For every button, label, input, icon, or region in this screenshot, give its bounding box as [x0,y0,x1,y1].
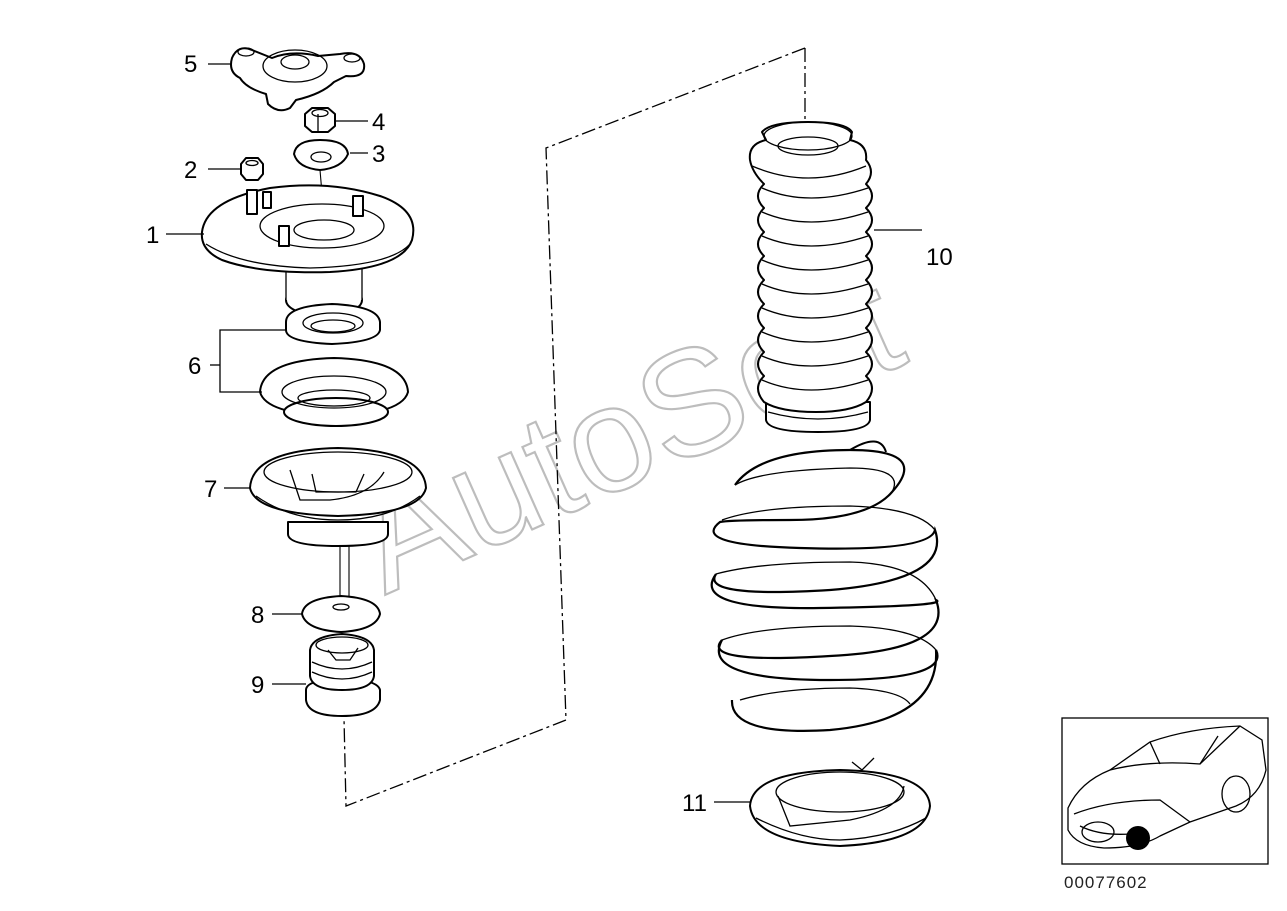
callout-10: 10 [926,244,953,271]
location-dot-icon [1126,826,1150,850]
callout-2: 2 [184,157,197,184]
part-5-upper-mount-cap [230,47,366,112]
callout-6: 6 [188,353,201,380]
part-6-bearing-upper [285,303,381,345]
diagram-part-number: 00077602 [1064,873,1148,892]
callout-1: 1 [146,222,159,249]
callout-4: 4 [372,109,385,136]
callout-5: 5 [184,51,197,78]
assembly-dash-line [343,47,806,807]
part-3-washer [293,139,349,171]
part-9-bump-stop [305,633,381,717]
part-4-nut [304,107,336,133]
callout-9: 9 [251,672,264,699]
callout-8: 8 [251,602,264,629]
coil-spring [710,440,940,732]
part-10-dust-boot [748,121,873,433]
callout-3: 3 [372,141,385,168]
callout-11: 11 [682,790,707,817]
callout-7: 7 [204,476,217,503]
part-7-upper-spring-seat [249,447,427,547]
vehicle-locator-inset [1061,717,1269,865]
part-1-strut-support [200,184,415,317]
part-8-washer [301,595,381,633]
part-11-lower-spring-pad [749,757,931,847]
part-2-small-nut [240,157,264,181]
part-6-bearing-lower [259,357,409,427]
leader-lines [166,63,922,803]
